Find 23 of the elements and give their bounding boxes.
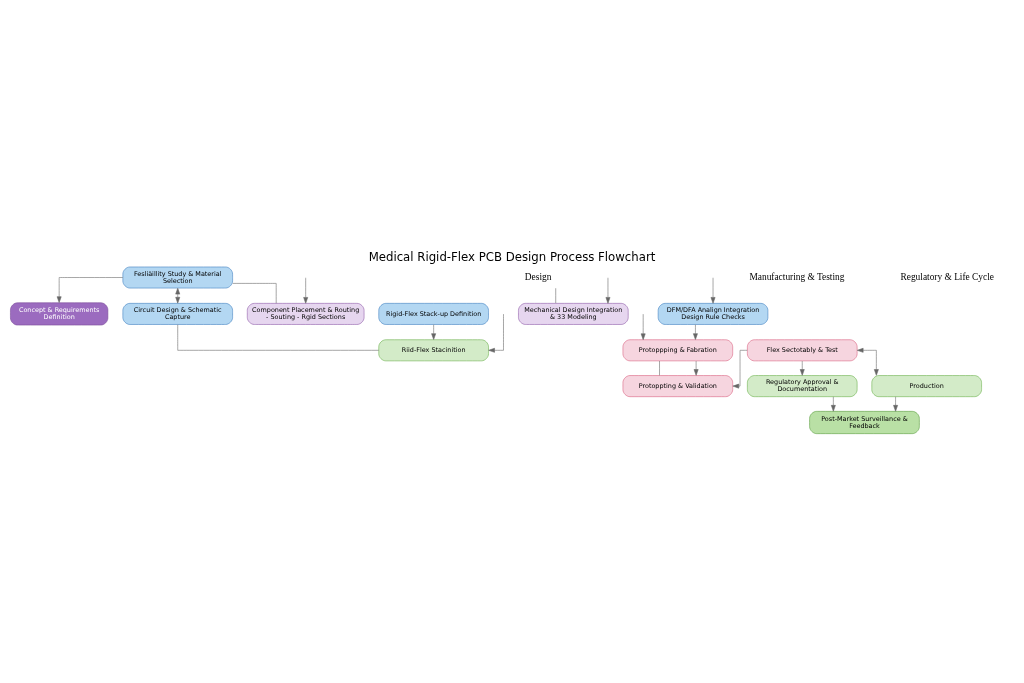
- diagram-title: Medical Rigid-Flex PCB Design Process Flowchart: [368, 250, 656, 265]
- arrow: [640, 313, 646, 340]
- arrow: [488, 313, 504, 353]
- connector: [555, 287, 557, 304]
- arrow: [605, 277, 611, 304]
- arrow: [693, 360, 699, 376]
- arrow: [710, 277, 716, 304]
- arrow: [56, 277, 124, 303]
- arrow: [732, 350, 748, 389]
- connector: [659, 360, 660, 376]
- arrow: [893, 396, 898, 412]
- connector: [177, 324, 380, 351]
- connector: [232, 283, 277, 304]
- arrow: [799, 360, 805, 376]
- arrow: [693, 324, 698, 340]
- arrow: [175, 287, 181, 304]
- arrow: [856, 347, 879, 376]
- label: Manufacturing & Testing: [749, 271, 845, 282]
- arrow: [303, 277, 309, 304]
- node-text: Design: [524, 271, 552, 282]
- arrow: [431, 324, 436, 340]
- arrow: [831, 396, 836, 412]
- label: Regulatory & Life Cycle: [900, 271, 994, 282]
